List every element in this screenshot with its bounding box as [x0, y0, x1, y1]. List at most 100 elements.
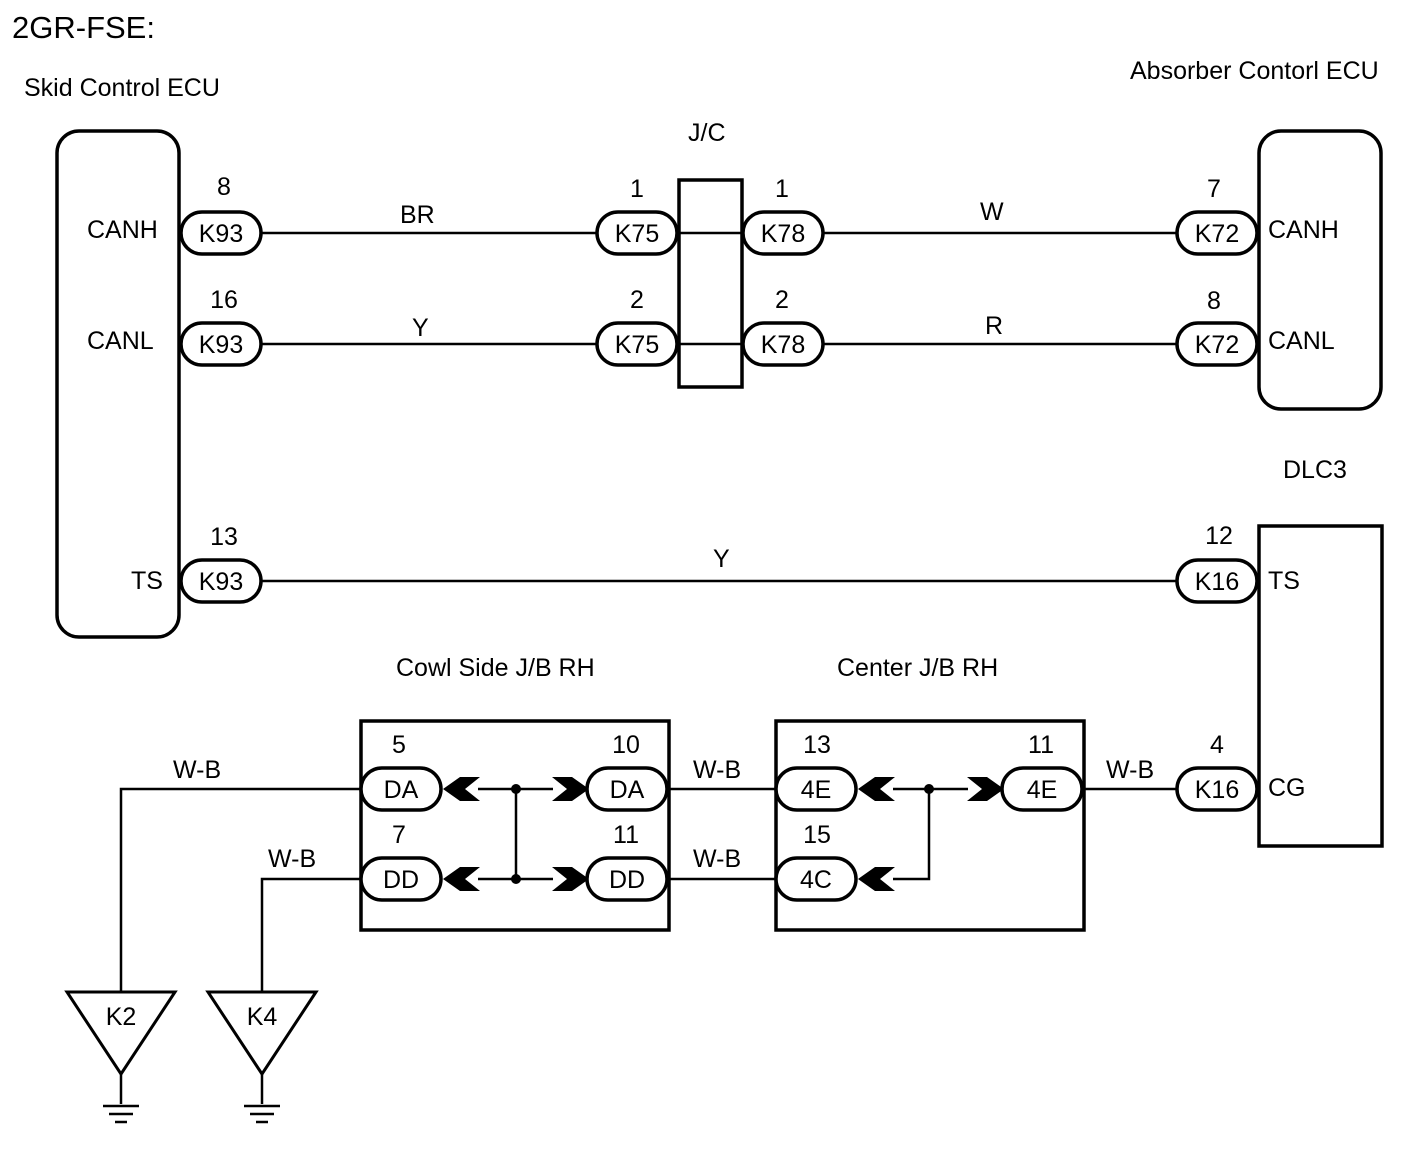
connector-pin-number: 8 — [1207, 287, 1221, 315]
arrow-4e-right — [967, 777, 1004, 801]
connector-name: DA — [384, 776, 419, 804]
connector-name: K75 — [615, 220, 659, 248]
skid-ts-terminal: TS — [131, 567, 163, 595]
arrow-4c-left — [858, 867, 895, 891]
connector-pin-number: 11 — [613, 821, 639, 849]
connector-pill — [179, 558, 263, 604]
connector-pin-number: 10 — [612, 731, 640, 759]
connector-pill — [1175, 210, 1259, 256]
dlc3-ts-terminal: TS — [1268, 567, 1300, 595]
cowl-splice-top — [511, 784, 521, 794]
connector-dd-r: DD 11 — [585, 821, 669, 902]
connector-pin-number: 4 — [1210, 731, 1224, 759]
connector-name: DA — [610, 776, 645, 804]
wire-color-wb-dd: W-B — [693, 845, 741, 873]
connector-e4-r: 4E 11 — [1000, 731, 1084, 812]
connector-pin-number: 12 — [1205, 522, 1233, 550]
connector-pin-number: 7 — [392, 821, 406, 849]
arrow-4e-left — [858, 777, 895, 801]
skid-canh-terminal: CANH — [87, 216, 158, 244]
connector-pin-number: 2 — [775, 286, 789, 314]
connector-pill — [359, 766, 443, 812]
arrow-da-left — [443, 777, 480, 801]
center-splice — [924, 784, 934, 794]
connector-name: K72 — [1195, 331, 1239, 359]
connector-e4-l: 4E 13 — [774, 731, 858, 812]
connector-pin-number: 11 — [1028, 731, 1054, 759]
wire-ground-k4 — [260, 877, 361, 992]
wire-ground-k2 — [119, 787, 361, 992]
connector-pill — [595, 210, 679, 256]
wire-color-r: R — [985, 312, 1003, 340]
absorber-ecu-label: Absorber Contorl ECU — [1130, 57, 1379, 85]
connector-name: K93 — [199, 568, 243, 596]
connector-pill — [179, 210, 263, 256]
connector-pill — [1175, 321, 1259, 367]
connector-pin-number: 5 — [392, 731, 406, 759]
center-internal-branch — [893, 789, 931, 881]
connector-dd-l: DD 7 — [359, 821, 443, 902]
connector-pill — [595, 321, 679, 367]
wire-color-wb-dlc: W-B — [1106, 756, 1154, 784]
connector-pill — [741, 210, 825, 256]
cowl-splice-bottom — [511, 874, 521, 884]
ground-k2-triangle — [64, 990, 178, 1077]
connector-pill — [585, 856, 669, 902]
connector-name: K93 — [199, 220, 243, 248]
wire-color-wb-k2: W-B — [173, 756, 221, 784]
connector-pill — [1000, 766, 1084, 812]
connector-name: K72 — [1195, 220, 1239, 248]
connector-da-r: DA 10 — [585, 731, 669, 812]
connector-name: 4E — [801, 776, 832, 804]
connector-pill — [1175, 558, 1259, 604]
wire-color-wb-k4: W-B — [268, 845, 316, 873]
connector-name: K16 — [1195, 776, 1239, 804]
connector-pin-number: 15 — [803, 821, 831, 849]
connector-pin-number: 7 — [1207, 175, 1221, 203]
absorber-ecu-body — [1257, 129, 1383, 411]
connector-pin-number: 13 — [803, 731, 831, 759]
wire-color-y-canl: Y — [412, 314, 429, 342]
connector-k16-b: K16 4 — [1175, 731, 1259, 812]
connector-pin-number: 13 — [210, 523, 238, 551]
connector-name: DD — [609, 866, 645, 894]
jc-body — [677, 178, 744, 389]
connector-name: K75 — [615, 331, 659, 359]
connector-pin-number: 16 — [210, 286, 238, 314]
wires — [119, 231, 1177, 992]
ground-k4-triangle — [205, 990, 319, 1077]
connector-k93-c: K93 13 — [179, 523, 263, 604]
ground-k2: K2 — [64, 990, 178, 1124]
connector-pin-number: 2 — [630, 286, 644, 314]
connector-k93-b: K93 16 — [179, 286, 263, 367]
connector-k75-b: K75 2 — [595, 286, 679, 367]
connector-name: 4C — [800, 866, 832, 894]
connector-pin-number: 1 — [630, 175, 644, 203]
arrow-da-right — [552, 777, 589, 801]
arrow-dd-left — [443, 867, 480, 891]
connector-name: K93 — [199, 331, 243, 359]
connector-name: 4E — [1027, 776, 1058, 804]
skid-canl-terminal: CANL — [87, 327, 154, 355]
connector-k72-b: K72 8 — [1175, 287, 1259, 367]
ground-k2-label: K2 — [106, 1003, 137, 1031]
wire-color-wb-da: W-B — [693, 756, 741, 784]
dlc3-body — [1257, 524, 1384, 848]
connector-pin-number: 1 — [775, 175, 789, 203]
absorber-canh-terminal: CANH — [1268, 216, 1339, 244]
cowl-jb-label: Cowl Side J/B RH — [396, 654, 595, 682]
skid-control-ecu-label: Skid Control ECU — [24, 74, 220, 102]
connector-k72-a: K72 7 — [1175, 175, 1259, 256]
connector-arrows — [443, 777, 1004, 891]
connector-pill — [1175, 766, 1259, 812]
ground-k4: K4 — [205, 990, 319, 1124]
connector-name: DD — [383, 866, 419, 894]
connector-name: K16 — [1195, 568, 1239, 596]
arrow-dd-right — [552, 867, 589, 891]
connector-pill — [741, 321, 825, 367]
connector-k16-a: K16 12 — [1175, 522, 1259, 604]
connector-name: K78 — [761, 220, 805, 248]
connector-k75-a: K75 1 — [595, 175, 679, 256]
